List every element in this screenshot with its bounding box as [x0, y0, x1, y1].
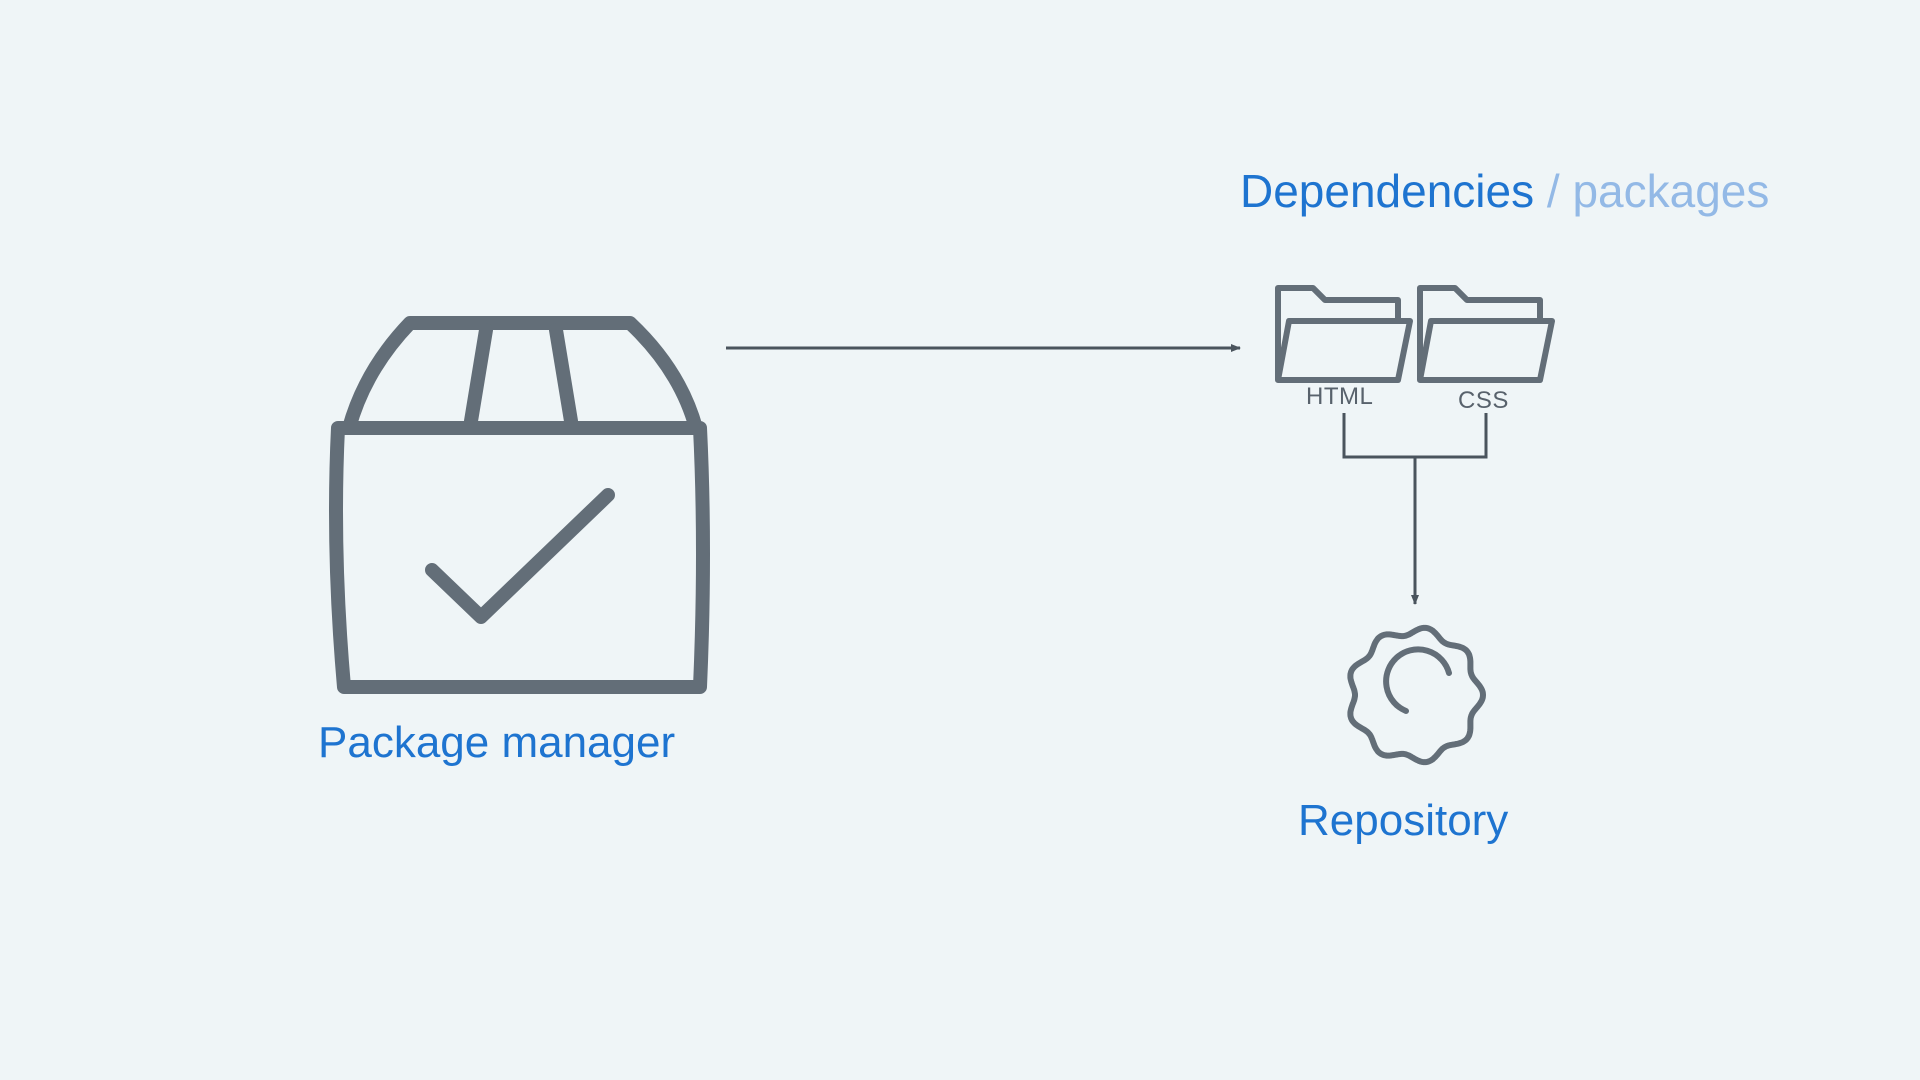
dependencies-heading-separator: /	[1534, 165, 1573, 217]
dependencies-heading-secondary: packages	[1572, 165, 1770, 217]
package-manager-label: Package manager	[318, 718, 676, 767]
package-check-icon	[329, 316, 710, 694]
dependencies-heading-primary: Dependencies	[1240, 165, 1535, 217]
folders-to-repository-connector	[1342, 413, 1488, 605]
repository-label: Repository	[1298, 796, 1509, 845]
folder-icon-html	[1275, 285, 1413, 383]
dependencies-heading: Dependencies / packages	[1240, 168, 1769, 214]
gear-icon	[1347, 624, 1486, 766]
folder-icon-css	[1417, 285, 1555, 383]
folder-label-css: CSS	[1458, 387, 1509, 414]
folder-label-html: HTML	[1306, 383, 1374, 410]
